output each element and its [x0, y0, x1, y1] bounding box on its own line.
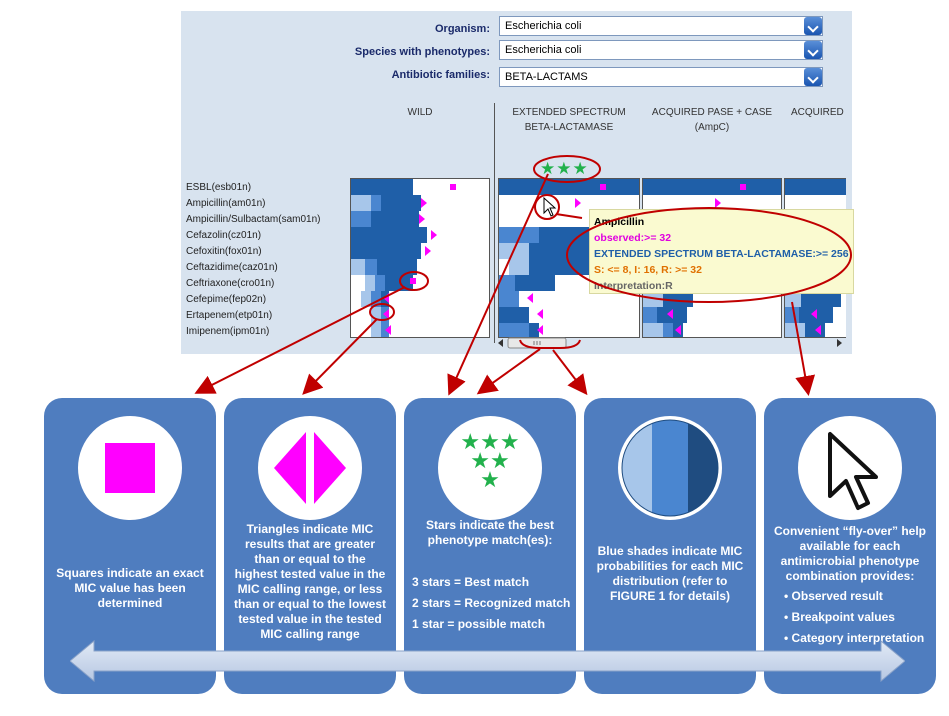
family-label: Antibiotic families: [391, 69, 490, 81]
species-select[interactable]: Escherichia coli [499, 40, 823, 60]
organism-label: Organism: [434, 23, 490, 35]
triangle-left-icon [383, 309, 389, 319]
triangle-right-icon [575, 198, 581, 208]
drug-label: Ceftazidime(caz01n) [186, 262, 278, 273]
exact-mic-square [740, 184, 746, 190]
square-icon [105, 443, 155, 493]
card-triangles: Triangles indicate MIC results that are … [224, 398, 396, 694]
diamond-triangles-icon [274, 432, 346, 504]
triangle-left-icon [527, 293, 533, 303]
card-triangles-text: Triangles indicate MIC results that are … [234, 522, 387, 641]
triangle-left-icon [667, 309, 673, 319]
column-divider [494, 103, 495, 343]
circle-badge [78, 416, 182, 520]
triangle-right-icon [421, 198, 427, 208]
tooltip-breakpoints: S: <= 8, I: 16, R: >= 32 [594, 264, 702, 276]
chevron-down-icon[interactable] [804, 68, 822, 86]
card-flyover-title: Convenient “fly-over” help available for… [773, 524, 927, 583]
card-squares-text: Squares indicate an exact MIC value has … [56, 566, 204, 610]
column-header-acquired: ACQUIRED [791, 107, 844, 118]
card-stars-title: Stars indicate the best phenotype match(… [425, 518, 555, 547]
card-stars: ★★★★★★ Stars indicate the best phenotype… [404, 398, 576, 694]
card-flyover: Convenient “fly-over” help available for… [764, 398, 936, 694]
column-header-esbl: EXTENDED SPECTRUM BETA-LACTAMASE [512, 107, 626, 133]
species-value: Escherichia coli [505, 44, 582, 56]
triangle-left-icon [537, 325, 543, 335]
card-squares: Squares indicate an exact MIC value has … [44, 398, 216, 694]
triangle-left-icon [383, 293, 389, 303]
circle-badge [258, 416, 362, 520]
organism-value: Escherichia coli [505, 20, 582, 32]
chevron-down-icon[interactable] [804, 17, 822, 35]
circle-badge [618, 416, 722, 520]
species-label: Species with phenotypes: [354, 46, 490, 58]
circle-badge: ★★★★★★ [438, 416, 542, 520]
circle-badge [798, 416, 902, 520]
chevron-down-icon[interactable] [804, 41, 822, 59]
triangle-left-icon [675, 325, 681, 335]
column-header-ampc: ACQUIRED PASE + CASE (AmpC) [651, 107, 773, 133]
tooltip-observed: observed:>= 32 [594, 232, 672, 244]
exact-mic-square [450, 184, 456, 190]
double-arrow-icon [69, 639, 906, 683]
mic-grid-wild [350, 178, 490, 338]
organism-select[interactable]: Escherichia coli [499, 16, 823, 36]
triangle-left-icon [815, 325, 821, 335]
flyover-tooltip: Ampicillin observed:>= 32 EXTENDED SPECT… [589, 209, 854, 294]
card-stars-list: 3 stars = Best match 2 stars = Recognize… [412, 575, 571, 631]
drug-label: Ampicillin/Sulbactam(sam01n) [186, 214, 321, 225]
drug-label: Cefoxitin(fox01n) [186, 246, 262, 257]
drug-label: Ertapenem(etp01n) [186, 310, 273, 321]
drug-label: Cefepime(fep02n) [186, 294, 267, 305]
exact-mic-square [410, 278, 416, 284]
triangle-right-icon [431, 230, 437, 240]
drug-label: Imipenem(ipm01n) [186, 326, 270, 337]
blue-shades-icon [621, 419, 719, 517]
tooltip-title: Ampicillin [594, 216, 645, 228]
best-match-stars: ★★★ [540, 159, 589, 178]
family-value: BETA-LACTAMS [505, 71, 588, 83]
drug-label: Ceftriaxone(cro01n) [186, 278, 275, 289]
drug-label: Ampicillin(am01n) [186, 198, 266, 209]
triangle-right-icon [715, 198, 721, 208]
family-select[interactable]: BETA-LACTAMS [499, 67, 823, 87]
cursor-icon [828, 432, 878, 510]
triangle-left-icon [385, 325, 391, 335]
triangle-left-icon [811, 309, 817, 319]
triangle-right-icon [425, 246, 431, 256]
column-header-wild: WILD [407, 107, 433, 118]
triangle-left-icon [537, 309, 543, 319]
stars-icon: ★★★★★★ [460, 429, 520, 492]
exact-mic-square [600, 184, 606, 190]
card-shades: Blue shades indicate MIC probabilities f… [584, 398, 756, 694]
drug-label: ESBL(esb01n) [186, 182, 252, 193]
tooltip-phenotype: EXTENDED SPECTRUM BETA-LACTAMASE:>= 256 [594, 248, 849, 260]
cursor-icon [543, 197, 557, 217]
card-shades-text: Blue shades indicate MIC probabilities f… [596, 544, 744, 603]
card-flyover-list: • Observed result • Breakpoint values • … [784, 589, 925, 645]
drug-label: Cefazolin(cz01n) [186, 230, 262, 241]
triangle-right-icon [419, 214, 425, 224]
